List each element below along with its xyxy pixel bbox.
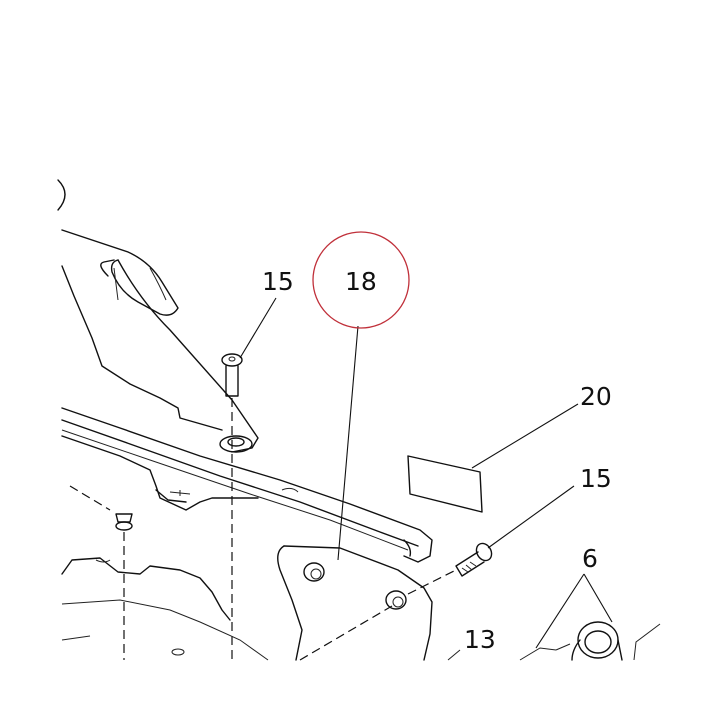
label-plate [407, 455, 483, 513]
callout-15-top: 15 [262, 267, 294, 296]
mounting-boss [219, 435, 253, 453]
leader-15a [239, 297, 277, 359]
long-rail [61, 407, 433, 563]
leader-15b [487, 485, 575, 549]
screw-vertical [221, 353, 243, 397]
clip-leader-dashed [69, 485, 111, 511]
leader-20 [471, 403, 579, 469]
leader-18 [337, 325, 359, 561]
push-clip [115, 513, 133, 531]
leader-6a [535, 573, 585, 649]
partial-callout-circle [57, 179, 66, 211]
part-13-edge [447, 649, 461, 661]
part-6-edge [519, 647, 557, 661]
callout-20: 20 [580, 382, 612, 411]
lower-base [61, 557, 269, 661]
callout-15-right: 15 [580, 464, 612, 493]
callout-6: 6 [582, 544, 598, 573]
bushing [555, 621, 661, 661]
callout-18: 18 [345, 267, 377, 296]
callout-13: 13 [464, 625, 496, 654]
cover-plate [277, 545, 433, 661]
upper-housing [61, 229, 259, 453]
screw-angled [455, 542, 493, 577]
highlight-circle [312, 231, 410, 329]
screw2-axis-dashed [407, 569, 457, 595]
plate-screw-dashed [299, 605, 393, 661]
leader-6b [583, 573, 613, 623]
